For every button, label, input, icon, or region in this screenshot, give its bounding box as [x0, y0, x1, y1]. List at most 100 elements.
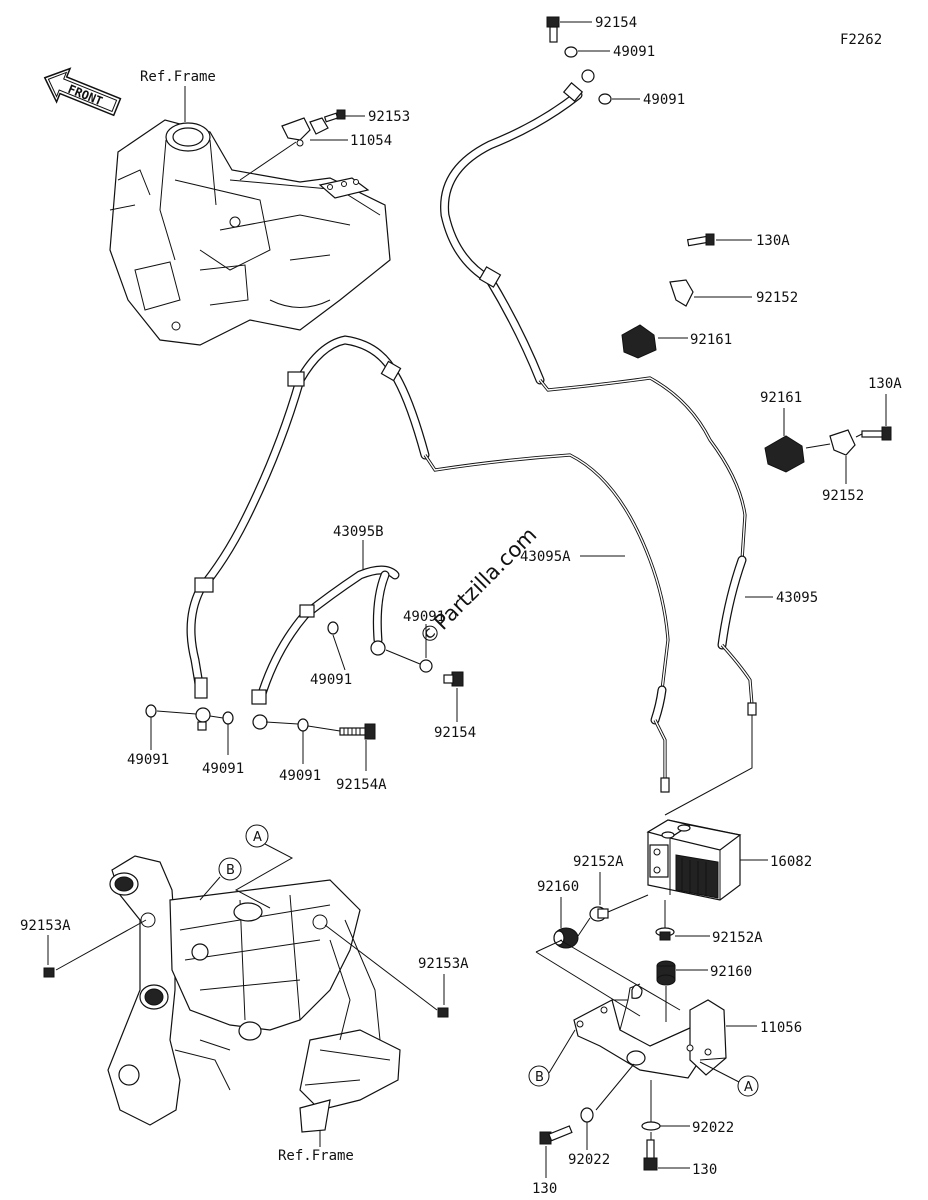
- washer-49091-l2: [222, 711, 234, 725]
- part-label-49091-l2: 49091: [202, 761, 244, 777]
- bolt-130A-1-drawing: [686, 233, 715, 247]
- leader-mid-hose: [385, 649, 421, 665]
- leader-callout-b-frame: [199, 876, 221, 901]
- leader-92160-axis: [577, 917, 591, 937]
- leader-callout-b-lower: [548, 1029, 576, 1074]
- grommet-92161-2-drawing: [764, 435, 805, 473]
- part-label-92160-2: 92160: [710, 964, 752, 980]
- part-label-49091-mid2: 49091: [403, 609, 445, 625]
- washer-49091-l1: [145, 704, 157, 718]
- bolt-130-2-drawing: [643, 1139, 658, 1171]
- part-label-92161-1: 92161: [690, 332, 732, 348]
- clamp-92152-1-drawing: [669, 279, 694, 307]
- leader-clamp-axis: [805, 443, 831, 449]
- grommet-92161-1-drawing: [621, 324, 657, 359]
- callout-circle-a-frame: [245, 824, 269, 848]
- washer-49091-mid2: [419, 659, 433, 673]
- callout-a-frame: A: [253, 830, 262, 845]
- hose-43095-drawing: [440, 69, 757, 816]
- part-label-16082: 16082: [770, 854, 812, 870]
- washer-49091-l3: [297, 718, 309, 732]
- watermark-text: ©Partzilla.com: [415, 523, 542, 650]
- part-label-92160-1: 92160: [537, 879, 579, 895]
- frame-head-drawing: [109, 119, 391, 346]
- leader-92152A-axis: [607, 894, 649, 913]
- grommet-92160-1-drawing: [553, 927, 579, 949]
- leader-49091-l2-b: [209, 715, 224, 719]
- part-label-130-1: 130: [532, 1181, 557, 1197]
- bolt-92154-mid-drawing: [443, 671, 464, 687]
- grommet-92160-2-drawing: [656, 960, 676, 986]
- hose-43095B-drawing: [251, 565, 400, 730]
- part-label-92161-2: 92161: [760, 390, 802, 406]
- callout-circle-b-frame: [218, 857, 242, 881]
- ref-frame-label-top: Ref.Frame: [140, 69, 216, 85]
- part-label-49091-top2: 49091: [643, 92, 685, 108]
- part-label-49091-mid1: 49091: [310, 672, 352, 688]
- part-label-92152A-1: 92152A: [573, 854, 624, 870]
- frame-lower-drawing: [107, 855, 401, 1133]
- collar-92152A-1-drawing: [589, 906, 609, 922]
- clamp-92152-2-drawing: [829, 429, 856, 456]
- part-label-92154-top: 92154: [595, 15, 637, 31]
- part-label-92154-mid: 92154: [434, 725, 476, 741]
- part-label-43095B: 43095B: [333, 524, 384, 540]
- leader-49091-mid1: [332, 634, 346, 671]
- hose-43095A-drawing: [195, 335, 670, 793]
- callout-circle-b-lower: [528, 1065, 550, 1087]
- leader-92153A-1-axis: [55, 919, 147, 971]
- callout-a-lower: A: [744, 1080, 753, 1095]
- part-label-43095A: 43095A: [520, 549, 571, 565]
- washer-92022-2: [641, 1121, 661, 1131]
- part-label-92153: 92153: [368, 109, 410, 125]
- part-label-49091-l1: 49091: [127, 752, 169, 768]
- front-arrow-icon: FRONT: [43, 67, 122, 117]
- washer-92022-1: [580, 1107, 594, 1123]
- leader-callout-a-frame: [234, 843, 294, 909]
- part-label-130A-1: 130A: [756, 233, 790, 249]
- part-label-43095: 43095: [776, 590, 818, 606]
- leader-92154A-axis: [307, 725, 341, 732]
- callout-b-lower: B: [535, 1070, 544, 1085]
- bolt-92154A-drawing: [339, 723, 376, 740]
- part-label-92022-1: 92022: [568, 1152, 610, 1168]
- bolt-92153-drawing: [323, 109, 346, 123]
- leader-bracket-cross1: [535, 939, 563, 953]
- leader-bracket-cross2: [535, 939, 681, 1017]
- bolt-130A-2-drawing: [861, 426, 892, 441]
- collar-92152A-2-drawing: [655, 927, 675, 941]
- part-label-92153A-2: 92153A: [418, 956, 469, 972]
- part-label-92152-1: 92152: [756, 290, 798, 306]
- part-label-92153A-1: 92153A: [20, 918, 71, 934]
- bolt-130-1-drawing: [539, 1125, 573, 1145]
- washer-49091-top1: [564, 46, 578, 58]
- bracket-11056-drawing: [573, 983, 727, 1079]
- figure-code: F2262: [840, 32, 882, 48]
- leader-callout-a-lower: [699, 1061, 740, 1083]
- clamp-11054-drawing: [281, 117, 329, 147]
- part-label-49091-l3: 49091: [279, 768, 321, 784]
- leader-92022-1-axis: [595, 1063, 635, 1111]
- washer-49091-top2: [598, 93, 612, 105]
- leader-clamp-axis2: [855, 433, 863, 438]
- part-label-130-2: 130: [692, 1162, 717, 1178]
- washer-49091-mid1: [327, 621, 339, 635]
- leader-49091-l1-b: [156, 710, 197, 715]
- part-label-130A-2: 130A: [868, 376, 902, 392]
- part-label-11056: 11056: [760, 1020, 802, 1036]
- ref-frame-label-bottom: Ref.Frame: [278, 1148, 354, 1164]
- part-label-92154A: 92154A: [336, 777, 387, 793]
- bolt-92154-top-drawing: [546, 16, 560, 43]
- callout-circle-a-lower: [737, 1075, 759, 1097]
- part-label-92152-2: 92152: [822, 488, 864, 504]
- leader-92153A-2-axis: [324, 924, 438, 1011]
- leader-49091-l3-b: [265, 721, 299, 725]
- callout-b-frame: B: [226, 863, 235, 878]
- abs-unit-16082-drawing: [646, 819, 742, 901]
- part-label-11054: 11054: [350, 133, 392, 149]
- bolt-92153A-2-drawing: [437, 1007, 449, 1018]
- hose-lower-left-drawing: [186, 577, 214, 731]
- part-label-92152A-2: 92152A: [712, 930, 763, 946]
